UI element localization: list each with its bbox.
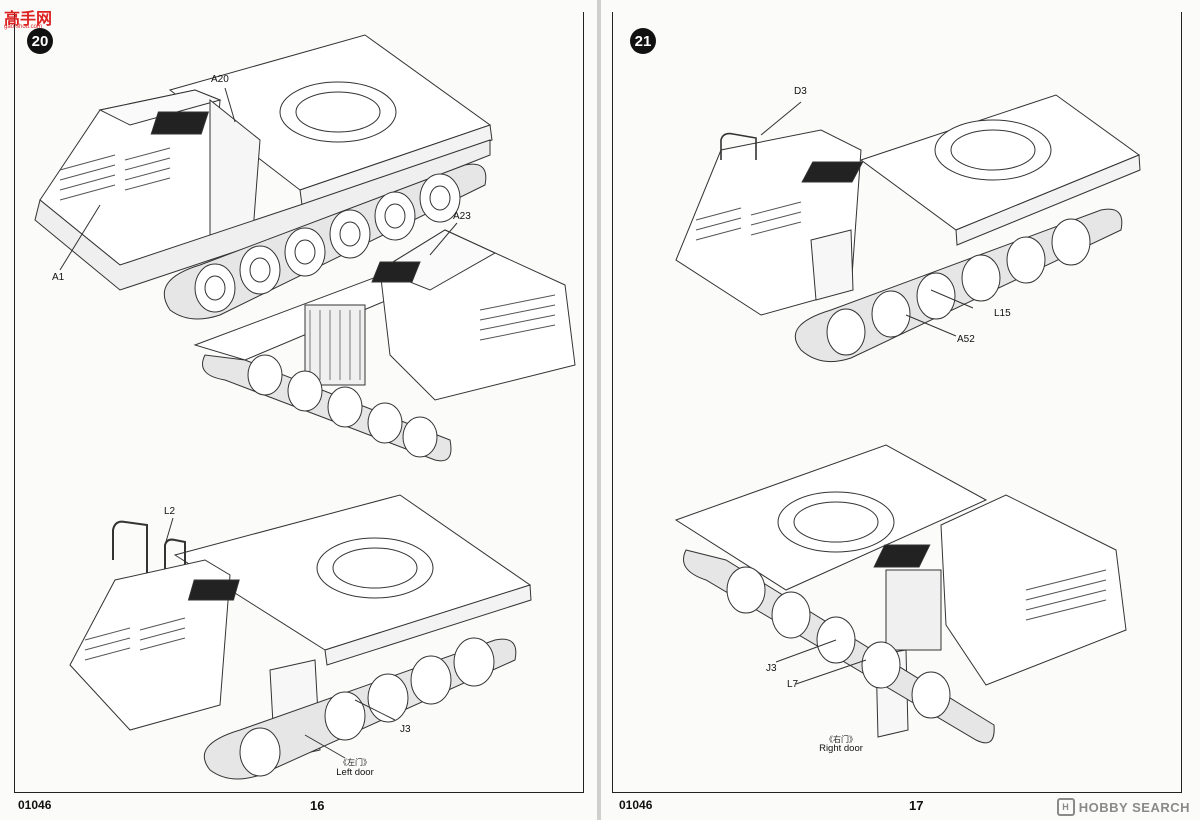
part-label-a1: A1 [52,272,65,283]
vehicle-illustration-cab-front-left [34,34,493,320]
product-code: 01046 [619,798,653,812]
part-label-d3: D3 [794,86,807,97]
part-label-l15: L15 [994,308,1011,319]
part-label-a20: A20 [211,74,229,85]
door-caption-cn: 《左门》 [339,758,371,767]
part-label-l2: L2 [164,506,176,517]
left-page-border-bottom [14,792,584,793]
part-label-j3: J3 [400,724,411,735]
door-caption-en: Right door [819,743,863,754]
logo-subtext: gao-shou.com [4,24,43,30]
left-page-border-right [583,12,584,792]
door-caption-cn: 《右门》 [825,735,857,744]
vehicle-illustration-handrail [675,94,1141,363]
logo-text: 高手网 [4,9,53,28]
page-number: 17 [909,798,924,813]
product-code: 01046 [18,798,52,812]
step-number-badge: 21 [630,28,656,54]
watermark-text: HOBBY SEARCH [1078,799,1190,815]
part-label-l7: L7 [787,679,799,690]
right-page: 21 [601,0,1200,820]
left-page-border-left [14,12,15,792]
part-label-a52: A52 [957,334,975,345]
book-gutter [597,0,601,820]
part-label-a23: A23 [453,211,471,222]
hobby-search-logo-icon: H [1056,798,1075,816]
right-page-border-left [612,12,613,792]
vehicle-illustration-cab-rear-right [193,222,576,462]
vehicle-illustration-right-door [674,444,1127,744]
site-logo: 高手网 [4,2,52,32]
door-caption-en: Left door [336,767,374,778]
step-number-badge: 20 [27,28,53,54]
left-page: 20 [0,0,597,820]
right-page-border-right [1181,12,1182,792]
right-page-border-bottom [612,792,1182,793]
vehicle-illustration-left-door [69,494,532,780]
hobby-search-watermark: H HOBBY SEARCH [1056,798,1190,816]
part-label-j3: J3 [766,663,777,674]
page-number: 16 [310,798,325,813]
